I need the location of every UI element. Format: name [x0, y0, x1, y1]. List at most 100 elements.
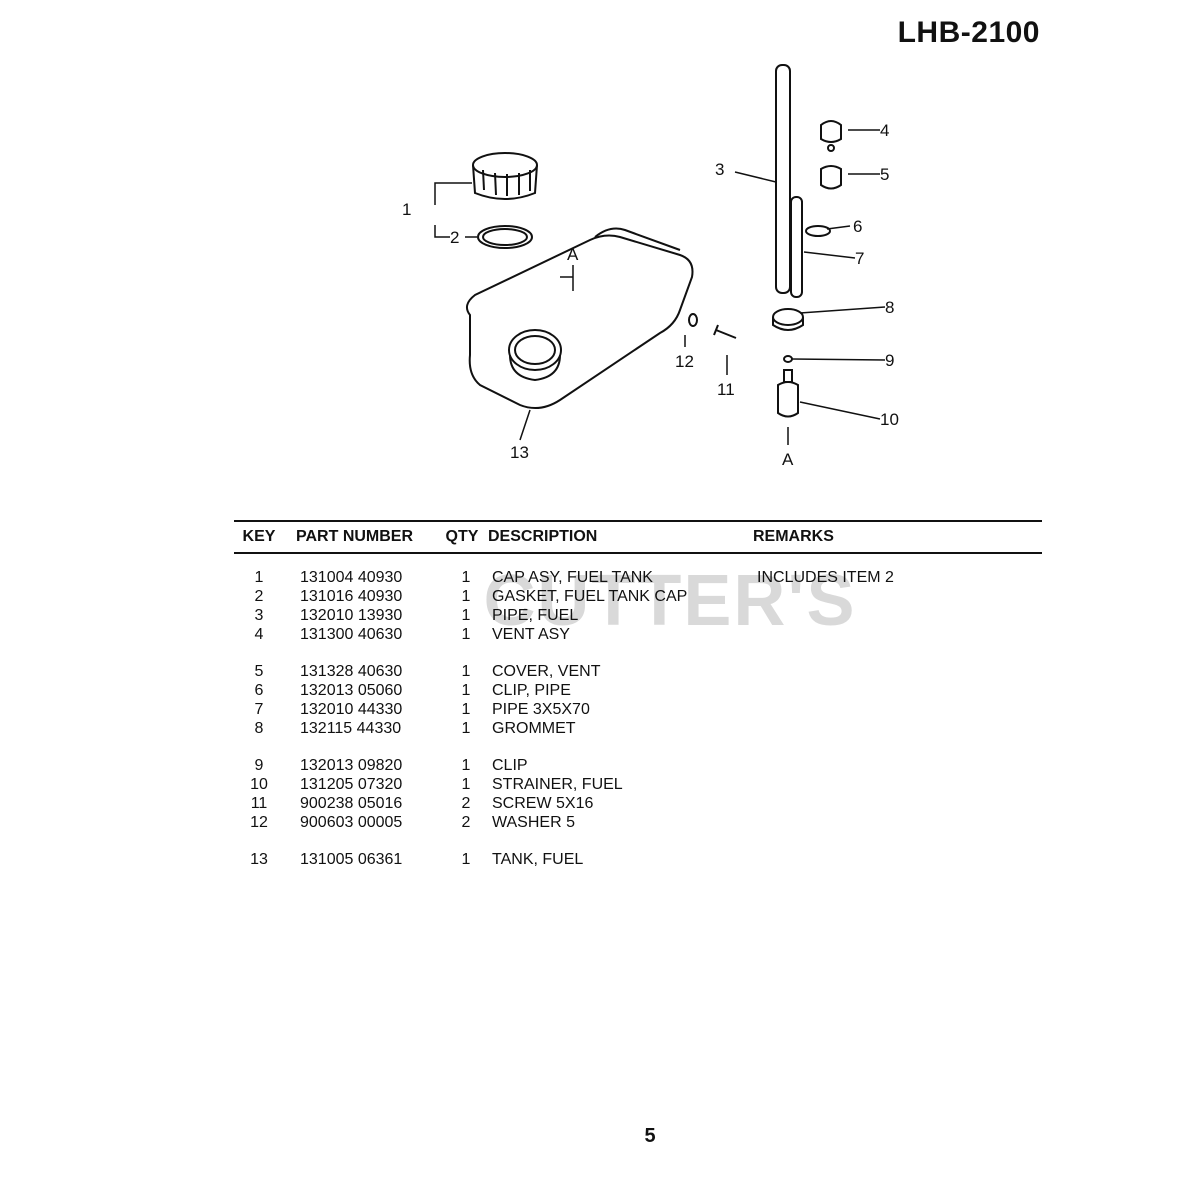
callout-9: 9 — [885, 351, 894, 370]
watermark: CUTTER'S — [483, 561, 857, 641]
header-qty: QTY — [445, 528, 479, 545]
cell-description: VENT ASY — [492, 625, 570, 643]
cell-key: 11 — [250, 794, 268, 812]
row-group-gap — [234, 644, 1042, 662]
cell-part-number: 132013 09820 — [300, 756, 403, 774]
cell-qty: 1 — [461, 625, 471, 643]
cell-qty: 1 — [461, 587, 471, 605]
header-key: KEY — [242, 528, 276, 545]
callout-3: 3 — [715, 160, 724, 179]
table-header: KEY PART NUMBER QTY DESCRIPTION REMARKS — [234, 522, 1042, 552]
exploded-parts-diagram: 1 2 3 4 5 6 7 8 9 10 11 12 13 A A — [380, 55, 940, 475]
cell-qty: 1 — [461, 662, 471, 680]
header-description: DESCRIPTION — [488, 528, 598, 545]
row-group-gap — [234, 832, 1042, 850]
table-body: 1 131004 40930 1 CAP ASY, FUEL TANK INCL… — [234, 568, 1042, 869]
vent-cover-shape — [820, 165, 842, 190]
cell-key: 4 — [254, 625, 264, 643]
cell-part-number: 131004 40930 — [300, 568, 403, 586]
table-row: 12 900603 00005 2 WASHER 5 — [234, 813, 1042, 832]
cell-description: STRAINER, FUEL — [492, 775, 623, 793]
cell-description: WASHER 5 — [492, 813, 575, 831]
table-row: 11 900238 05016 2 SCREW 5X16 — [234, 794, 1042, 813]
table-row: 9 132013 09820 1 CLIP — [234, 756, 1042, 775]
pipe-clip-shape — [805, 225, 831, 237]
cell-part-number: 131328 40630 — [300, 662, 403, 680]
pipe-7-shape — [790, 196, 803, 298]
cell-part-number: 131005 06361 — [300, 850, 403, 868]
cell-part-number: 900238 05016 — [300, 794, 403, 812]
cell-key: 8 — [254, 719, 264, 737]
cell-description: COVER, VENT — [492, 662, 601, 680]
header-remarks: REMARKS — [753, 528, 834, 545]
cell-qty: 2 — [461, 813, 471, 831]
table-row: 6 132013 05060 1 CLIP, PIPE — [234, 681, 1042, 700]
cell-description: CLIP, PIPE — [492, 681, 571, 699]
cell-remarks: INCLUDES ITEM 2 — [757, 568, 894, 586]
table-row: 3 132010 13930 1 PIPE, FUEL — [234, 606, 1042, 625]
cell-qty: 1 — [461, 775, 471, 793]
cell-part-number: 131205 07320 — [300, 775, 403, 793]
table-row: 5 131328 40630 1 COVER, VENT — [234, 662, 1042, 681]
cell-qty: 1 — [461, 719, 471, 737]
ref-a-bottom: A — [782, 450, 794, 469]
cell-part-number: 132010 44330 — [300, 700, 403, 718]
callout-4: 4 — [880, 121, 889, 140]
cell-description: TANK, FUEL — [492, 850, 584, 868]
cell-description: GASKET, FUEL TANK CAP — [492, 587, 688, 605]
header-part-number: PART NUMBER — [296, 528, 414, 545]
table-header-rule — [234, 552, 1042, 554]
cell-key: 9 — [254, 756, 264, 774]
cell-key: 13 — [250, 850, 268, 868]
ref-a-top: A — [567, 245, 579, 264]
cell-key: 6 — [254, 681, 264, 699]
cell-qty: 1 — [461, 568, 471, 586]
cell-qty: 1 — [461, 700, 471, 718]
cell-part-number: 131300 40630 — [300, 625, 403, 643]
table-row: 10 131205 07320 1 STRAINER, FUEL — [234, 775, 1042, 794]
vent-asy-shape — [820, 120, 842, 143]
table-row: 13 131005 06361 1 TANK, FUEL — [234, 850, 1042, 869]
cell-description: SCREW 5X16 — [492, 794, 594, 812]
callout-6: 6 — [853, 217, 862, 236]
grommet-shape — [772, 308, 804, 326]
fuel-system-illustration: 1 2 3 4 5 6 7 8 9 10 11 12 13 A A — [402, 64, 899, 469]
callout-10: 10 — [880, 410, 899, 429]
table-top-rule — [234, 520, 1042, 522]
cell-description: CAP ASY, FUEL TANK — [492, 568, 653, 586]
table-row: 1 131004 40930 1 CAP ASY, FUEL TANK INCL… — [234, 568, 1042, 587]
cell-qty: 1 — [461, 681, 471, 699]
cell-key: 2 — [254, 587, 264, 605]
cell-key: 3 — [254, 606, 264, 624]
fuel-cap-shape — [472, 152, 538, 200]
parts-table: KEY PART NUMBER QTY DESCRIPTION REMARKS … — [234, 520, 1042, 869]
cell-description: PIPE, FUEL — [492, 606, 579, 624]
row-group-gap — [234, 738, 1042, 756]
callout-13: 13 — [510, 443, 529, 462]
callout-12: 12 — [675, 352, 694, 371]
callout-2: 2 — [450, 228, 459, 247]
cell-part-number: 131016 40930 — [300, 587, 403, 605]
table-row: 4 131300 40630 1 VENT ASY — [234, 625, 1042, 644]
cell-qty: 1 — [461, 756, 471, 774]
cell-description: CLIP — [492, 756, 528, 774]
cell-part-number: 132115 44330 — [300, 719, 402, 737]
callout-5: 5 — [880, 165, 889, 184]
cell-key: 7 — [254, 700, 264, 718]
cell-part-number: 132010 13930 — [300, 606, 403, 624]
cell-part-number: 900603 00005 — [300, 813, 403, 831]
table-row: 8 132115 44330 1 GROMMET — [234, 719, 1042, 738]
cell-qty: 2 — [461, 794, 471, 812]
fuel-tank-shape — [465, 234, 694, 410]
cell-qty: 1 — [461, 606, 471, 624]
page-number: 5 — [644, 1125, 656, 1147]
gasket-shape — [477, 225, 533, 249]
callout-8: 8 — [885, 298, 894, 317]
washer-shape — [688, 313, 698, 327]
callout-11: 11 — [717, 380, 735, 399]
cell-part-number: 132013 05060 — [300, 681, 403, 699]
strainer-shape — [777, 381, 799, 418]
clip-9-shape — [783, 355, 793, 363]
callout-7: 7 — [855, 249, 864, 268]
cell-key: 12 — [250, 813, 268, 831]
